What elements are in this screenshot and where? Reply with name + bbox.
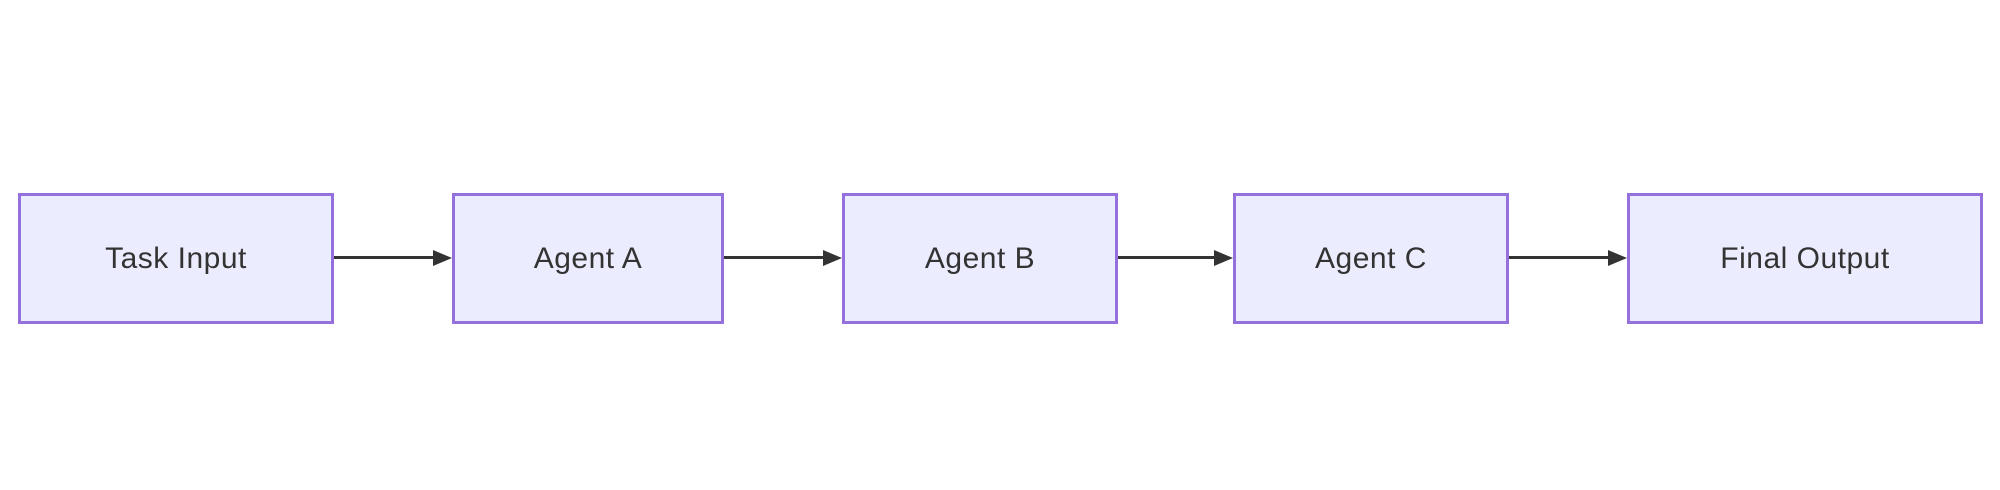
- node-label: Final Output: [1720, 241, 1890, 275]
- arrowhead-icon: [1608, 250, 1627, 266]
- node-agent-b: Agent B: [842, 193, 1118, 324]
- arrow-line: [1509, 256, 1611, 259]
- arrowhead-icon: [433, 250, 452, 266]
- node-task-input: Task Input: [18, 193, 334, 324]
- arrowhead-icon: [823, 250, 842, 266]
- node-label: Agent B: [924, 241, 1036, 275]
- node-agent-a: Agent A: [452, 193, 724, 324]
- node-label: Agent C: [1315, 241, 1427, 275]
- node-label: Task Input: [105, 241, 247, 275]
- arrow-line: [334, 256, 436, 259]
- arrowhead-icon: [1214, 250, 1233, 266]
- node-label: Agent A: [533, 241, 643, 275]
- arrow-line: [724, 256, 826, 259]
- arrow-line: [1118, 256, 1217, 259]
- node-final-output: Final Output: [1627, 193, 1983, 324]
- node-agent-c: Agent C: [1233, 193, 1509, 324]
